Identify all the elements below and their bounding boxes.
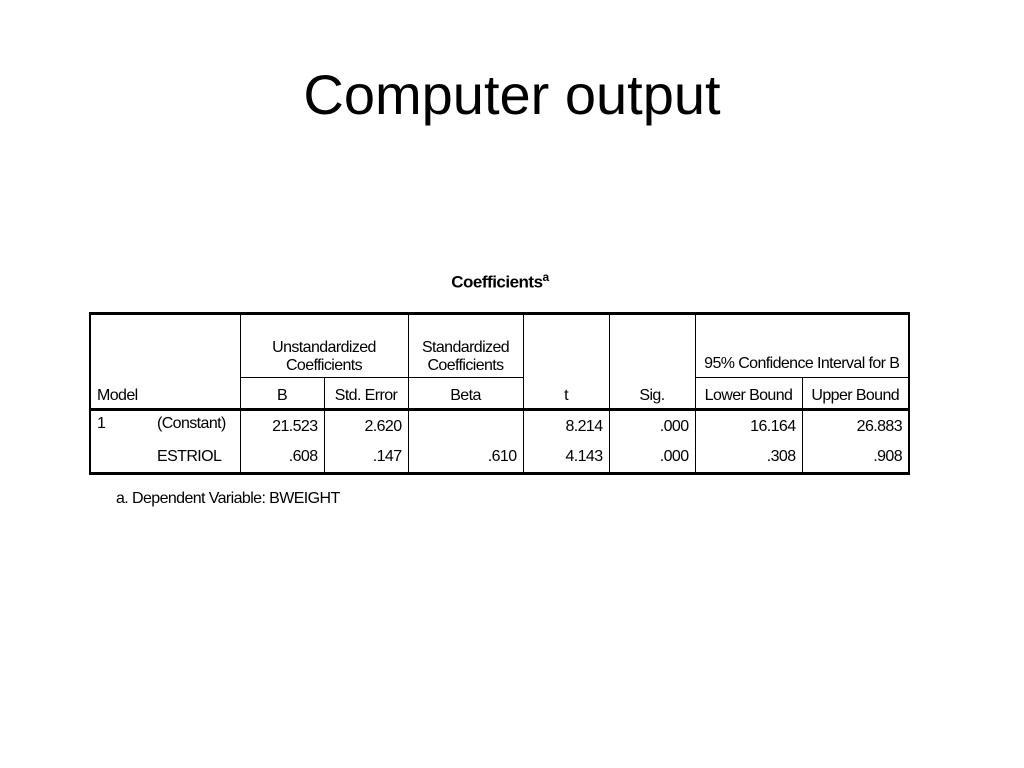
table-title-text: Coefficients [451, 272, 543, 292]
header-unstandardized-line1: Unstandardized [272, 339, 376, 356]
cell-b: .608 [239, 442, 324, 475]
header-unstandardized: Unstandardized Coefficients [239, 312, 408, 378]
cell-lower-bound: .308 [694, 442, 802, 475]
header-confidence-interval: 95% Confidence Interval for B [694, 312, 910, 378]
cell-b: 21.523 [239, 408, 324, 443]
header-ci-label: 95% Confidence Interval for B [704, 355, 900, 372]
cell-t: 8.214 [522, 408, 609, 443]
header-t: t [522, 377, 609, 410]
cell-term: (Constant) [152, 408, 240, 443]
table-title-footnote-marker: a [542, 270, 550, 284]
cell-std-error: 2.620 [323, 408, 408, 443]
cell-t: 4.143 [522, 442, 609, 475]
header-unstandardized-line2: Coefficients [285, 357, 363, 374]
header-standardized-line2: Coefficients [427, 357, 504, 374]
footnote-text: Dependent Variable: BWEIGHT [132, 490, 340, 507]
header-t-blank [522, 312, 609, 378]
header-standardized: Standardized Coefficients [407, 312, 523, 378]
cell-sig: .000 [608, 442, 695, 475]
cell-model [89, 442, 152, 475]
cell-sig: .000 [608, 408, 695, 443]
table-row: ESTRIOL .608 .147 .610 4.143 .000 .308 .… [89, 442, 910, 475]
cell-upper-bound: .908 [801, 442, 910, 475]
header-std-error: Std. Error [323, 377, 408, 410]
cell-beta: .610 [407, 442, 523, 475]
cell-upper-bound: 26.883 [801, 408, 910, 443]
header-blank [89, 312, 240, 378]
cell-lower-bound: 16.164 [694, 408, 802, 443]
cell-model: 1 [89, 408, 152, 443]
header-standardized-line1: Standardized [421, 339, 510, 356]
header-sig: Sig. [608, 377, 695, 410]
slide-title: Computer output [303, 63, 721, 126]
table-row: 1 (Constant) 21.523 2.620 8.214 .000 16.… [89, 408, 910, 443]
cell-term: ESTRIOL [152, 442, 240, 475]
table-title: Coefficientsa [380, 270, 620, 293]
coefficients-table: Unstandardized Coefficients Standardized… [89, 312, 910, 475]
header-upper-bound: Upper Bound [801, 377, 910, 410]
cell-std-error: .147 [323, 442, 408, 475]
header-sig-blank [608, 312, 695, 378]
header-lower-bound: Lower Bound [694, 377, 802, 410]
header-model: Model [89, 377, 240, 410]
header-b: B [239, 377, 324, 410]
table-footnote: a. Dependent Variable: BWEIGHT [116, 490, 340, 508]
footnote-marker: a. [116, 490, 129, 507]
header-beta: Beta [407, 377, 523, 410]
cell-beta [407, 408, 523, 443]
